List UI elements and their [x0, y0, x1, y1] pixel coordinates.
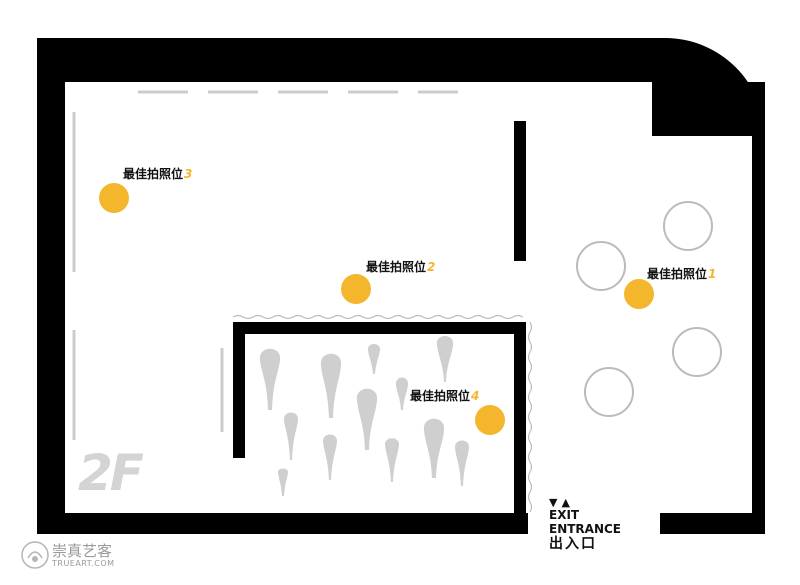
- photo-spot-1-marker: [624, 279, 654, 309]
- sculpture: [367, 344, 381, 374]
- photo-spot-4-text: 最佳拍照位: [410, 389, 471, 403]
- sculptures: [259, 336, 470, 496]
- watermark-url: TRUEART.COM: [52, 559, 115, 568]
- interior-partition: [514, 121, 526, 261]
- sculpture: [395, 377, 409, 410]
- sculpture: [356, 388, 378, 450]
- right-wall: [752, 130, 765, 534]
- photo-spot-3-label: 最佳拍照位3: [123, 165, 192, 182]
- round-table: [663, 201, 713, 251]
- photo-spot-2-marker: [341, 274, 371, 304]
- round-table: [576, 241, 626, 291]
- photo-spot-3-marker: [99, 183, 129, 213]
- sculpture: [283, 412, 299, 460]
- exit-entrance-arrows-icon: ▼▲: [549, 496, 574, 509]
- photo-spot-4-label: 最佳拍照位4: [410, 387, 479, 404]
- corner-block: [652, 82, 765, 136]
- outer-walls: [37, 38, 765, 534]
- photo-spot-3-number: 3: [184, 167, 193, 181]
- photo-spot-3-text: 最佳拍照位: [123, 167, 184, 181]
- curtain-top: [232, 314, 524, 320]
- photo-spot-1-label: 最佳拍照位1: [647, 265, 716, 282]
- round-tables: [576, 201, 722, 417]
- sculpture: [384, 438, 400, 482]
- photo-spot-markers: [99, 183, 654, 435]
- sculpture: [423, 418, 445, 478]
- photo-spot-4-marker: [475, 405, 505, 435]
- curtain-right: [527, 321, 533, 513]
- left-wall: [37, 38, 65, 534]
- round-table: [672, 327, 722, 377]
- photo-spot-2-label: 最佳拍照位2: [366, 258, 435, 275]
- inner-room-walls: [233, 322, 526, 514]
- entrance-text: ENTRANCE: [549, 522, 621, 536]
- floor-label: 2F: [78, 444, 144, 502]
- entrance-chinese-text: 出入口: [549, 536, 597, 552]
- inner-room-top-wall: [233, 322, 526, 334]
- sculpture: [436, 336, 454, 382]
- sculpture: [277, 468, 289, 496]
- exit-text: EXIT: [549, 508, 580, 522]
- sculpture: [259, 348, 281, 410]
- round-table: [584, 367, 634, 417]
- bottom-wall: [37, 513, 528, 534]
- guide-lines: [72, 90, 458, 440]
- top-wall: [37, 38, 765, 138]
- photo-spot-4-number: 4: [471, 389, 480, 403]
- photo-spot-2-text: 最佳拍照位: [366, 260, 427, 274]
- inner-room-left-wall: [233, 322, 245, 458]
- photo-spot-1-number: 1: [708, 267, 717, 281]
- photo-spot-2-number: 2: [427, 260, 436, 274]
- exit-entrance-label: ▼▲ EXIT ENTRANCE 出入口: [549, 497, 621, 553]
- inner-room-right-wall: [514, 322, 526, 514]
- watermark-logo-icon: [21, 541, 49, 569]
- photo-spot-1-text: 最佳拍照位: [647, 267, 708, 281]
- sculpture: [320, 353, 342, 418]
- watermark-name: 崇真艺客: [52, 542, 113, 560]
- bottom-right-wall: [660, 513, 765, 534]
- sculpture: [322, 434, 338, 480]
- sculpture: [454, 440, 470, 486]
